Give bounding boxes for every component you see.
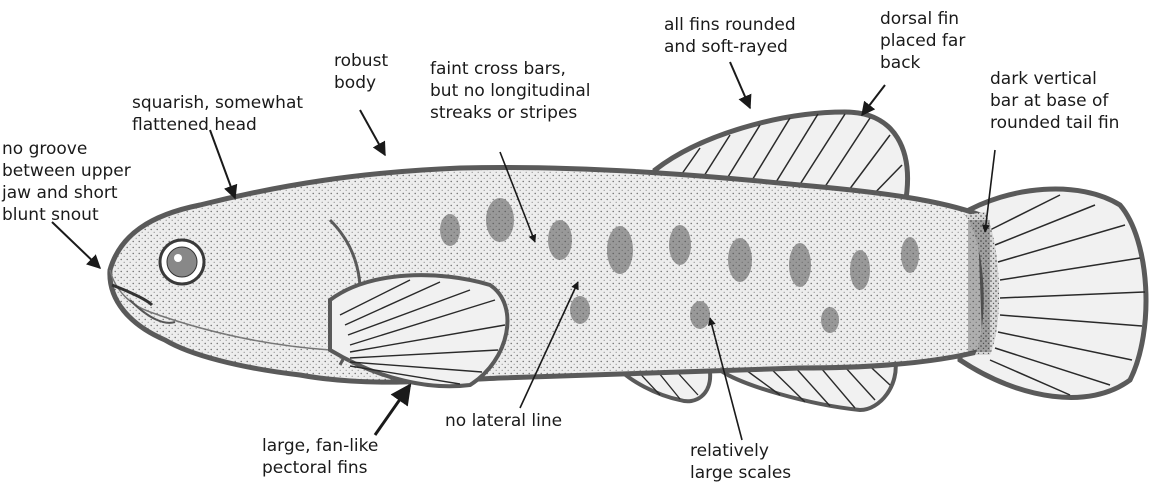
- arrow-groove: [52, 222, 100, 268]
- arrow-pectoral: [375, 385, 410, 435]
- arrow-fins-rounded: [730, 62, 750, 108]
- label-pectoral: large, fan-like pectoral fins: [262, 435, 378, 479]
- label-body: robust body: [334, 50, 388, 94]
- label-lateral: no lateral line: [445, 410, 562, 432]
- arrow-head: [210, 130, 235, 198]
- label-dorsal: dorsal fin placed far back: [880, 8, 965, 74]
- label-groove: no groove between upper jaw and short bl…: [2, 138, 131, 226]
- arrow-body: [360, 110, 385, 155]
- label-head: squarish, somewhat flattened head: [132, 92, 303, 136]
- arrow-dorsal: [862, 85, 885, 115]
- label-scales: relatively large scales: [690, 440, 791, 484]
- label-cross-bars: faint cross bars, but no longitudinal st…: [430, 58, 591, 124]
- label-fins-rounded: all fins rounded and soft-rayed: [664, 14, 796, 58]
- label-tail-bar: dark vertical bar at base of rounded tai…: [990, 68, 1119, 134]
